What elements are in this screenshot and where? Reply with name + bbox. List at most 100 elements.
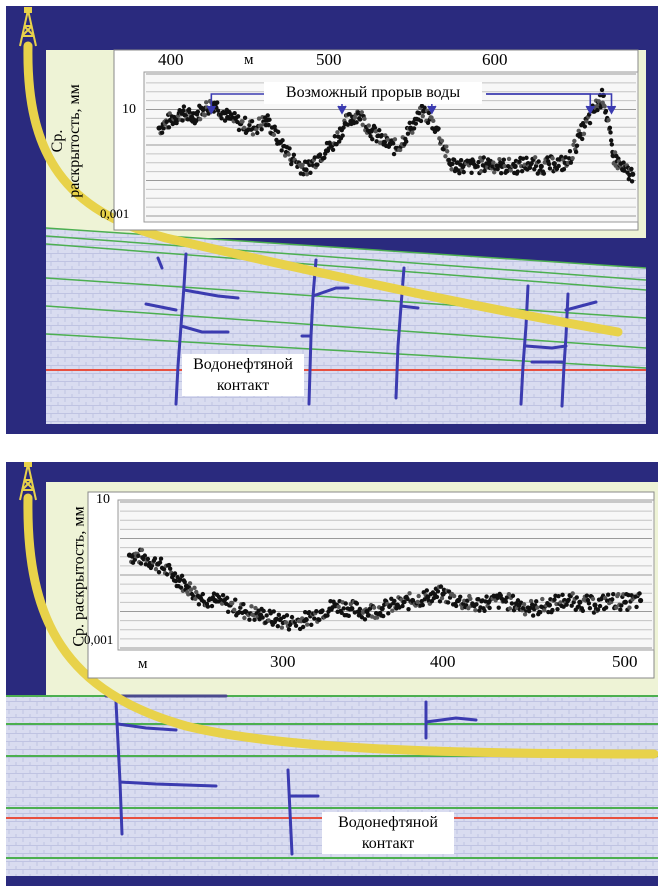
fractures [104,694,478,856]
data-point [187,110,192,115]
top-x-tick-500: 500 [316,50,342,69]
data-point [181,108,186,113]
data-point [145,556,151,562]
data-point [581,131,587,137]
data-point [592,602,598,608]
data-point [280,138,285,143]
data-point [283,620,289,625]
data-point [478,169,484,174]
data-point [249,118,255,124]
data-point [498,171,504,176]
data-point [443,154,448,159]
data-point [609,142,615,147]
data-point [188,587,194,592]
data-point [286,152,291,157]
data-point [474,602,479,607]
data-point [638,597,644,604]
data-point [354,120,359,125]
data-point [167,111,172,116]
data-point [509,601,515,606]
data-point [438,584,444,589]
data-point [608,138,614,143]
data-point [364,608,370,615]
data-point [272,124,277,129]
data-point [253,605,258,611]
data-point [418,118,424,124]
data-point [390,608,395,613]
data-point [291,152,297,158]
data-point [558,600,563,605]
data-point [196,602,202,607]
data-point [596,99,601,104]
data-point [315,162,320,167]
data-point [556,594,561,599]
data-point [426,110,432,116]
data-point [586,601,592,606]
data-point [622,168,627,173]
data-point [332,134,338,139]
data-point [473,607,478,613]
data-point [224,595,230,601]
bottom-x-tick-500: 500 [612,652,638,671]
data-point [178,577,183,582]
data-point [484,594,489,599]
data-point [532,155,538,160]
data-point [634,604,639,610]
data-point [142,553,148,558]
data-point [587,120,593,126]
data-point [603,605,609,610]
data-point [240,119,245,124]
data-point [574,595,579,600]
data-point [445,600,451,605]
data-point [346,613,351,619]
data-point [458,158,464,163]
data-point [556,163,561,169]
data-point [195,109,201,114]
data-point [622,599,629,605]
data-point [515,169,520,174]
data-point [491,160,496,165]
data-point [425,120,431,126]
arrowhead [606,105,617,115]
data-point [550,607,555,613]
data-point [173,578,179,584]
data-point [181,104,187,109]
data-point [325,613,330,618]
data-point [275,129,281,135]
data-point [505,169,510,174]
data-point [566,597,571,602]
data-point [627,605,632,610]
data-point [608,130,613,135]
data-point [415,599,420,605]
data-point [512,163,518,169]
data-point [261,608,266,614]
data-point [293,623,299,628]
data-point [161,126,166,131]
data-point [390,141,396,146]
data-point [521,602,527,607]
data-point [619,603,624,608]
data-point [320,608,325,613]
top-panel: Ср. раскрытость, мм 10 0,001 м 400 500 6… [6,6,658,434]
data-point [249,604,254,609]
data-point [476,159,481,165]
data-point [502,163,507,169]
data-point [527,165,533,170]
data-point [200,591,206,597]
data-point [449,167,454,172]
data-point [360,122,365,127]
data-point [451,157,457,162]
data-point [308,170,313,175]
data-point [179,573,185,579]
bottom-chart [120,501,652,649]
data-point [577,599,583,605]
data-point [407,120,412,126]
data-point [439,595,445,601]
data-point [571,142,576,147]
data-point [503,599,509,604]
data-point [561,167,567,172]
data-point [305,622,310,627]
data-point [637,591,642,596]
bottom-x-tick-300: 300 [270,652,296,671]
data-point [225,609,231,615]
